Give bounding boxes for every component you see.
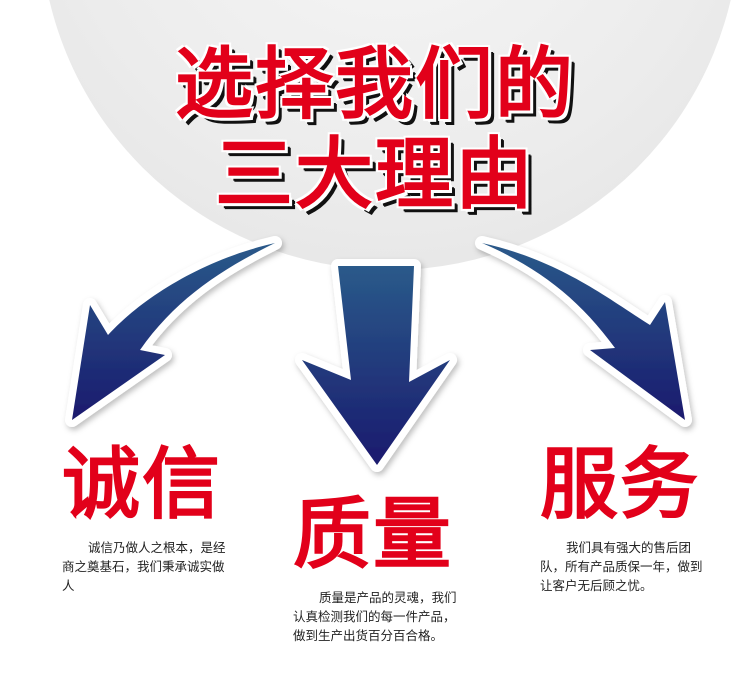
title-line-1: 选择我们的 <box>174 40 575 130</box>
reason-heading-integrity: 诚信 <box>62 440 223 530</box>
title-line-2: 三大理由 <box>214 130 535 220</box>
reason-description-integrity: 诚信乃做人之根本，是经商之奠基石，我们秉承诚实做人 <box>62 538 230 595</box>
reason-description-text: 我们具有强大的售后团队，所有产品质保一年，做到让客户无后顾之忧。 <box>540 540 703 593</box>
reason-description-text: 诚信乃做人之根本，是经商之奠基石，我们秉承诚实做人 <box>62 540 226 593</box>
reason-heading-quality: 质量 <box>293 490 454 580</box>
curved-down-right-arrow-icon <box>475 236 692 427</box>
curved-down-left-arrow-icon <box>65 236 282 427</box>
reason-description-text: 质量是产品的灵魂，我们认真检测我们的每一件产品，做到生产出货百分百合格。 <box>293 590 457 643</box>
reason-description-service: 我们具有强大的售后团队，所有产品质保一年，做到让客户无后顾之忧。 <box>540 538 708 595</box>
reason-heading-service: 服务 <box>540 440 701 530</box>
down-arrow-icon <box>295 259 457 472</box>
reason-description-quality: 质量是产品的灵魂，我们认真检测我们的每一件产品，做到生产出货百分百合格。 <box>293 588 461 645</box>
